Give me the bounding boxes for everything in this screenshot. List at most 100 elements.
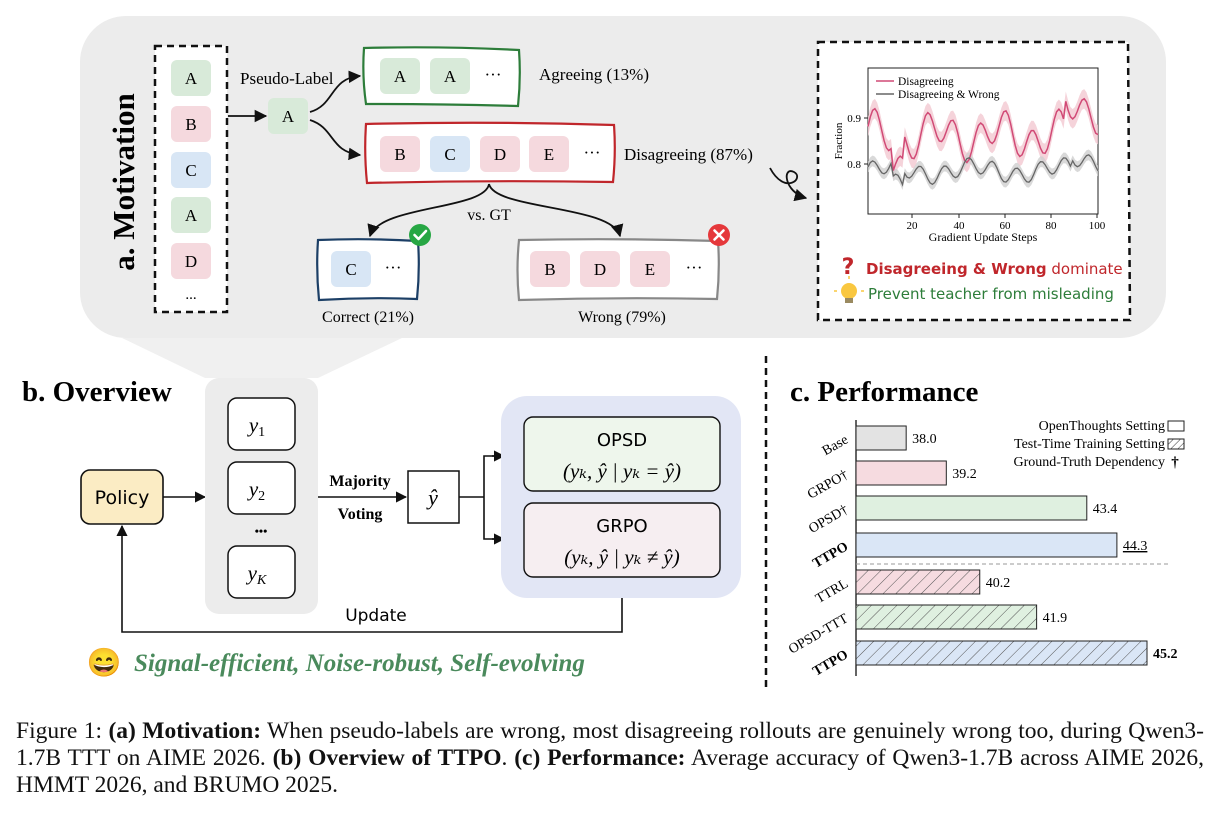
disagreeing-chip	[529, 136, 569, 172]
branch-connector	[459, 455, 502, 540]
opsd-formula: (yₖ, ŷ | yₖ = ŷ)	[563, 459, 681, 483]
candidate-label: C	[185, 161, 196, 180]
legend-wrong: Disagreeing & Wrong	[898, 89, 1000, 101]
yhat-label: ŷ	[426, 485, 438, 510]
disagreeing-item: B	[394, 145, 405, 164]
opsd-title: OPSD	[597, 430, 647, 451]
bar-value-label: 38.0	[912, 432, 937, 447]
figure-caption: Figure 1: (a) Motivation: When pseudo-la…	[16, 718, 1204, 799]
output-y1-label: y1	[247, 413, 265, 440]
wrong-chip	[630, 251, 670, 287]
lightbulb-icon	[834, 276, 864, 303]
legend-ttt-swatch	[1167, 438, 1185, 450]
caption-c-title: (c) Performance:	[514, 745, 686, 771]
grpo-node	[523, 502, 721, 578]
candidate-label: D	[185, 252, 197, 271]
candidate-label: A	[185, 69, 198, 88]
overview-title: b. Overview	[22, 376, 172, 408]
disagreeing-chip	[380, 136, 420, 172]
pseudo-label-value: A	[282, 107, 295, 126]
grpo-formula: (yₖ, ŷ | yₖ ≠ ŷ)	[564, 545, 679, 569]
bar-4	[855, 532, 1118, 558]
candidate-label: B	[185, 115, 196, 134]
disagreeing-item: D	[494, 145, 506, 164]
voting-label-line2: Voting	[338, 506, 383, 523]
grinning-face-icon: 😄	[87, 647, 122, 679]
xtick-label: 20	[907, 220, 919, 232]
output-y2-label: y2	[247, 477, 265, 504]
question-icon: ?	[842, 255, 855, 280]
output-y1	[227, 397, 296, 451]
xtick-label: 100	[1089, 220, 1106, 232]
correct-chip	[331, 251, 371, 287]
wrong-line	[867, 154, 1099, 187]
check-icon-mark	[413, 229, 428, 241]
ytick-label: 0.9	[847, 113, 861, 125]
wrong-item: B	[544, 260, 555, 279]
bar-6	[855, 604, 1038, 630]
candidate-list: A B C A D ...	[171, 60, 211, 303]
bar-category-label: TTPO	[810, 647, 851, 679]
grpo-title: GRPO	[596, 516, 647, 537]
arrow-to-agreeing	[309, 70, 362, 113]
bar-category-label: GRPO†	[805, 467, 851, 502]
correct-ellipsis: ···	[385, 258, 402, 277]
squiggle-arrow	[769, 167, 808, 202]
disagreeing-line	[867, 97, 1099, 171]
caption-prefix: Figure 1:	[16, 718, 109, 744]
caption-b-title: (b) Overview of TTPO	[272, 745, 502, 771]
bar-7	[855, 640, 1148, 666]
bar-category-label: TTPO	[810, 539, 851, 571]
note-dominate: Disagreeing & Wrong dominate	[866, 260, 1123, 278]
bar-category-label: Base	[820, 432, 851, 459]
tagline: Signal-efficient, Noise-robust, Self-evo…	[134, 650, 585, 677]
bar-2	[855, 460, 947, 486]
cross-icon-mark	[713, 229, 725, 241]
motivation-title: a. Motivation	[106, 93, 141, 270]
wrong-chip	[530, 251, 570, 287]
legend-openthoughts: OpenThoughts Setting	[1039, 419, 1165, 434]
correct-label: Correct (21%)	[322, 309, 414, 326]
inset-xlabel: Gradient Update Steps	[929, 230, 1038, 244]
bar-value-label: 41.9	[1043, 611, 1068, 626]
disagreeing-label: Disagreeing (87%)	[624, 145, 753, 164]
legend-ttt: Test-Time Training Setting	[1014, 437, 1165, 452]
wrong-ellipsis: ···	[686, 258, 703, 277]
motivation-panel: a. Motivation A B C A D ... Pseudo-Label…	[80, 16, 1166, 378]
opsd-node	[523, 416, 721, 492]
wrong-chip	[580, 251, 620, 287]
bar-1	[855, 425, 907, 451]
pseudo-label-chip	[268, 98, 308, 134]
inset-line-chart: Disagreeing Disagreeing & Wrong 0.9 0.8 …	[833, 67, 1106, 244]
policy-label: Policy	[95, 487, 150, 509]
agreeing-label: Agreeing (13%)	[539, 65, 649, 84]
bar-5	[855, 569, 981, 595]
outputs-ellipsis: •••	[255, 524, 268, 538]
bar-category-label: OPSD†	[806, 502, 851, 536]
performance-panel: c. Performance OpenThoughts Setting Test…	[786, 376, 1185, 680]
check-icon	[409, 224, 431, 246]
disagreeing-ellipsis: ···	[584, 143, 601, 162]
bar-value-label: 43.4	[1093, 502, 1118, 517]
ytick-label: 0.8	[847, 159, 861, 171]
bar-3	[855, 495, 1088, 521]
performance-title: c. Performance	[790, 376, 979, 408]
wrong-band	[868, 149, 1098, 190]
caption-a-text: When pseudo-labels are wrong, most disag…	[16, 718, 1205, 771]
note-prevent: Prevent teacher from misleading	[868, 285, 1114, 303]
dagger-icon: †	[1171, 455, 1179, 471]
zoom-wedge	[122, 338, 402, 378]
xtick-label: 60	[1000, 220, 1012, 232]
vs-gt-label: vs. GT	[467, 207, 511, 224]
agreeing-item: A	[444, 67, 457, 86]
note-dominate-highlight: Disagreeing & Wrong	[866, 260, 1047, 278]
bar-value-label: 44.3	[1123, 539, 1148, 554]
bar-value-label: 39.2	[952, 467, 977, 482]
candidate-chip-c	[171, 152, 211, 188]
wrong-item: E	[645, 260, 655, 279]
note-dominate-rest: dominate	[1047, 260, 1123, 278]
xtick-label: 80	[1046, 220, 1058, 232]
pseudo-label-text: Pseudo-Label	[240, 69, 334, 88]
output-yK-label: yK	[246, 561, 267, 588]
